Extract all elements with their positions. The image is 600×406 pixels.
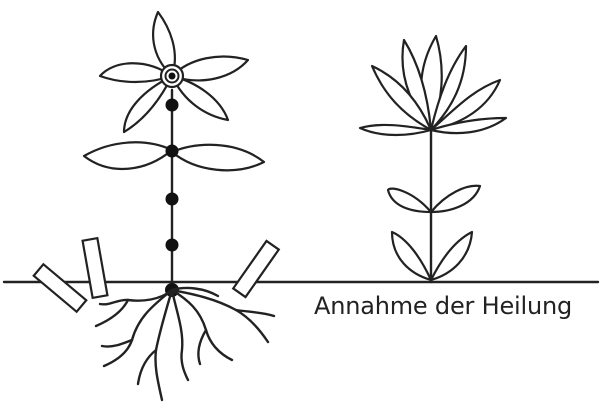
caption-label: Annahme der Heilung [314,292,572,320]
remedy-sticks [34,238,279,312]
left-plant-leaf-left [84,142,172,169]
stem-node [166,239,179,252]
stem-node [166,99,179,112]
right-plant [360,36,506,282]
remedy-stick [233,241,279,297]
left-flower [100,12,248,132]
left-plant-leaf-right [172,145,264,170]
right-plant-leaf [431,186,480,212]
right-plant-leaf [431,232,472,280]
left-plant [34,12,279,400]
left-plant-roots [96,288,274,400]
right-flower [360,36,506,135]
stem-node [166,145,179,158]
right-plant-leaf [388,189,431,212]
right-plant-leaf [392,232,431,280]
remedy-stick [83,238,108,298]
remedy-stick [34,264,87,311]
stem-node [166,193,179,206]
